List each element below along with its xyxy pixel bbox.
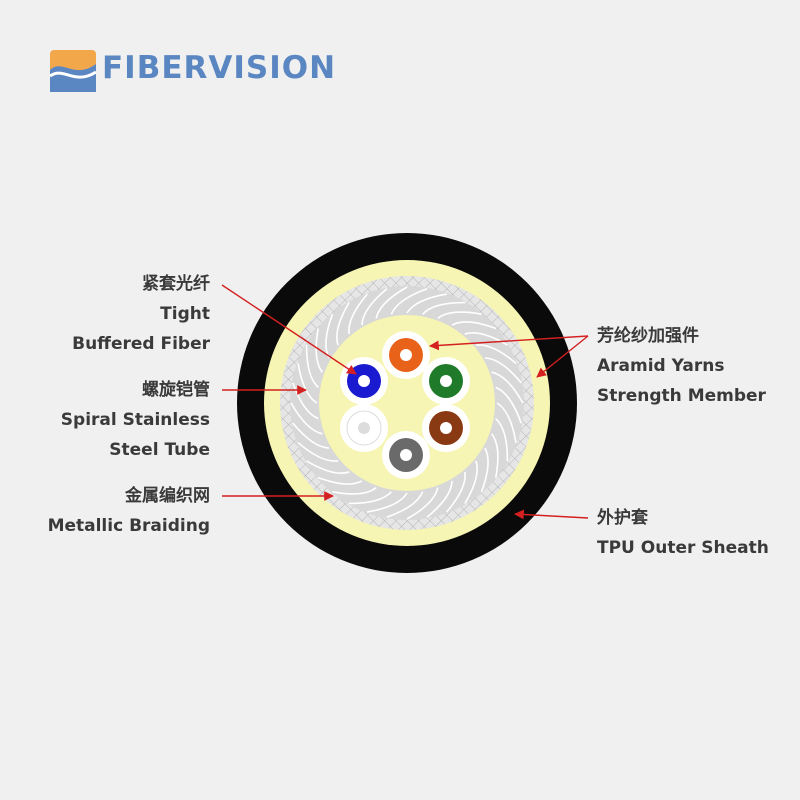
spiral-line — [390, 288, 428, 315]
fiber-group — [340, 331, 470, 479]
spiral-line — [406, 487, 439, 520]
spiral-line — [290, 402, 323, 435]
spiral-line — [422, 301, 466, 315]
label-spiral-zh: 螺旋铠管 — [142, 380, 210, 400]
tight-buffered-fiber — [382, 431, 430, 479]
label-aramid-en2: Strength Member — [597, 386, 766, 406]
brand-name: FIBERVISION — [102, 50, 337, 86]
tight-buffered-fiber — [340, 357, 388, 405]
spiral-line — [495, 386, 522, 424]
spiral-line — [292, 422, 330, 449]
tight-buffered-fiber — [422, 404, 470, 452]
spiral-line — [386, 491, 424, 518]
spiral-line — [445, 471, 466, 513]
spiral-line — [332, 486, 377, 495]
spiral-line — [315, 328, 324, 373]
label-sheath-en1: TPU Outer Sheath — [597, 538, 769, 558]
spiral-line — [484, 357, 522, 384]
spiral-line — [480, 447, 489, 493]
label-sheath-zh: 外护套 — [597, 508, 648, 528]
spiral-line — [451, 321, 497, 330]
spiral-line — [367, 492, 408, 513]
label-spiral-tube: 螺旋铠管 Spiral Stainless Steel Tube — [61, 380, 210, 460]
spiral-line — [475, 344, 517, 365]
label-aramid-zh: 芳纶纱加强件 — [597, 326, 699, 346]
spiral-line — [426, 480, 453, 518]
brand-logo: FIBERVISION — [50, 48, 370, 94]
spiral-line — [306, 460, 350, 474]
leader-outer-sheath — [514, 509, 589, 520]
wave-logo-icon — [50, 50, 96, 92]
label-spiral-en2: Steel Tube — [109, 440, 210, 460]
spiral-line — [490, 433, 499, 478]
spiral-line — [464, 460, 478, 504]
tight-buffered-fiber — [340, 404, 388, 452]
spiral-line — [305, 344, 319, 388]
label-tight-zh: 紧套光纤 — [142, 274, 210, 294]
label-aramid: 芳纶纱加强件 Aramid Yarns Strength Member — [597, 326, 766, 406]
leader-aramid-b — [536, 335, 589, 378]
leader-tight-buffered — [221, 284, 357, 375]
spiral-line — [348, 293, 369, 335]
spiral-tube-lines — [290, 286, 524, 520]
label-tight-en2: Buffered Fiber — [72, 334, 210, 354]
spiral-line — [406, 293, 447, 314]
label-aramid-en1: Aramid Yarns — [597, 356, 725, 376]
spiral-line — [348, 491, 392, 505]
label-braid-zh: 金属编织网 — [125, 486, 210, 506]
spiral-line — [464, 332, 508, 346]
label-braid-en1: Metallic Braiding — [47, 516, 210, 536]
label-outer-sheath: 外护套 TPU Outer Sheath — [597, 508, 769, 558]
label-tight-en1: Tight — [160, 304, 210, 324]
spiral-line — [491, 371, 524, 404]
spiral-line — [495, 418, 509, 462]
spiral-line — [297, 441, 339, 462]
tight-buffered-fiber — [382, 331, 430, 379]
leader-aramid-a — [429, 335, 589, 351]
spiral-line — [292, 382, 319, 420]
label-braid: 金属编织网 Metallic Braiding — [48, 486, 210, 536]
label-spiral-en1: Spiral Stainless — [60, 410, 210, 430]
spiral-line — [336, 302, 350, 346]
spiral-line — [361, 288, 388, 326]
spiral-line — [437, 311, 482, 320]
label-tight-buffered: 紧套光纤 Tight Buffered Fiber — [72, 274, 210, 354]
spiral-line — [317, 476, 363, 485]
spiral-line — [496, 402, 517, 443]
spiral-line — [375, 286, 408, 319]
tight-buffered-fiber — [422, 357, 470, 405]
